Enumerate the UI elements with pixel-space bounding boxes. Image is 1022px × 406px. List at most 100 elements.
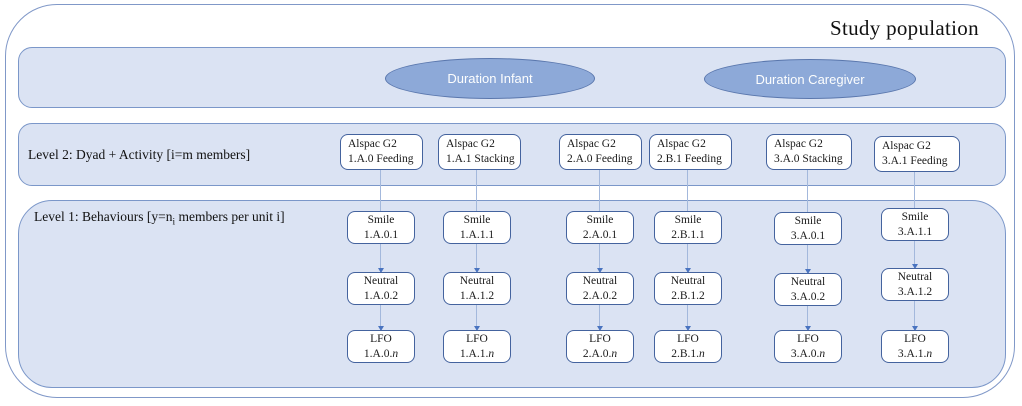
smile-box-2b11: Smile 2.B.1.1	[654, 211, 722, 244]
box-line1: LFO	[677, 332, 699, 345]
box-line2: 1.A.0.1	[363, 228, 399, 241]
box-line1: Smile	[463, 213, 491, 226]
lfo-id-n: n	[392, 347, 399, 360]
box-line2: 1.A.1.1	[459, 228, 495, 241]
box-line1: Neutral	[582, 274, 618, 287]
box-line2: 1.A.0 Feeding	[348, 153, 414, 165]
lfo-id-prefix: 3.A.1.	[897, 347, 927, 360]
box-line1: Alspac G2	[774, 138, 823, 151]
lfo-box-2a0n: LFO 2.A.0.n	[566, 330, 634, 363]
level2-box-1a1-stacking: Alspac G2 1.A.1 Stacking	[438, 134, 521, 170]
box-line2: 3.A.0.n	[775, 347, 841, 362]
box-line2: 3.A.1.1	[897, 225, 933, 238]
box-line1: Alspac G2	[446, 138, 495, 151]
box-line2: 2.A.0.n	[567, 347, 633, 362]
box-line1: Alspac G2	[657, 138, 706, 151]
box-line1: Smile	[794, 214, 822, 227]
box-line1: Neutral	[670, 274, 706, 287]
lfo-box-2b1n: LFO 2.B.1.n	[654, 330, 722, 363]
neutral-box-1a02: Neutral 1.A.0.2	[347, 272, 415, 305]
box-line2: 2.B.1.1	[671, 228, 705, 241]
box-line2: 2.A.0 Feeding	[567, 153, 633, 165]
box-line1: Neutral	[363, 274, 399, 287]
box-line2: 2.B.1.n	[655, 347, 721, 362]
box-line1: LFO	[370, 332, 392, 345]
neutral-box-3a12: Neutral 3.A.1.2	[881, 268, 949, 301]
box-line2: 3.A.0.2	[790, 290, 826, 303]
box-line2: 3.A.1.n	[882, 347, 948, 362]
connector-smile-neutral-col4	[687, 244, 689, 272]
lfo-id-prefix: 1.A.1.	[459, 347, 489, 360]
lfo-id-n: n	[488, 347, 495, 360]
duration-infant-label: Duration Infant	[447, 71, 533, 86]
box-line1: Neutral	[897, 270, 933, 283]
box-line1: LFO	[904, 332, 926, 345]
box-line2: 3.A.0 Stacking	[774, 153, 843, 165]
level2-box-3a0-stacking: Alspac G2 3.A.0 Stacking	[766, 134, 852, 170]
level1-band-label: Level 1: Behaviours [y=ni members per un…	[34, 209, 285, 228]
lfo-box-3a0n: LFO 3.A.0.n	[774, 330, 842, 363]
connector-dyad-smile-col1	[380, 170, 382, 211]
box-line1: Smile	[367, 213, 395, 226]
duration-caregiver-ellipse: Duration Caregiver	[704, 59, 916, 99]
box-line2: 2.A.0.1	[582, 228, 618, 241]
level2-band-label: Level 2: Dyad + Activity [i=m members]	[28, 147, 251, 162]
box-line1: LFO	[797, 332, 819, 345]
connector-neutral-lfo-col5	[807, 306, 809, 330]
smile-box-2a01: Smile 2.A.0.1	[566, 211, 634, 244]
connector-neutral-lfo-col1	[380, 305, 382, 330]
smile-box-1a01: Smile 1.A.0.1	[347, 211, 415, 244]
box-line2: 1.A.1.n	[444, 347, 510, 362]
lfo-id-n: n	[819, 347, 826, 360]
box-line2: 1.A.1 Stacking	[446, 153, 515, 165]
smile-box-3a11: Smile 3.A.1.1	[881, 208, 949, 241]
connector-neutral-lfo-col4	[687, 305, 689, 330]
connector-neutral-lfo-col6	[914, 301, 916, 330]
connector-dyad-smile-col6	[914, 172, 916, 208]
connector-dyad-smile-col5	[807, 170, 809, 212]
connector-dyad-smile-col4	[687, 170, 689, 211]
connector-dyad-smile-col2	[476, 170, 478, 211]
lfo-id-prefix: 3.A.0.	[790, 347, 820, 360]
duration-infant-ellipse: Duration Infant	[385, 58, 595, 99]
box-line1: LFO	[589, 332, 611, 345]
box-line2: 3.A.0.1	[790, 229, 826, 242]
box-line2: 3.A.1.2	[897, 285, 933, 298]
level1-label-pre: Level 1: Behaviours [y=n	[34, 209, 173, 224]
box-line2: 2.A.0.2	[582, 289, 618, 302]
box-line1: Smile	[586, 213, 614, 226]
lfo-id-prefix: 2.A.0.	[582, 347, 612, 360]
box-line1: Alspac G2	[348, 138, 397, 151]
box-line2: 1.A.1.2	[459, 289, 495, 302]
connector-neutral-lfo-col3	[599, 305, 601, 330]
box-line2: 2.B.1.2	[671, 289, 705, 302]
connector-smile-neutral-col3	[599, 244, 601, 272]
level1-label-subscript: i	[172, 217, 176, 228]
level2-box-1a0-feeding: Alspac G2 1.A.0 Feeding	[340, 134, 423, 170]
smile-box-1a11: Smile 1.A.1.1	[443, 211, 511, 244]
box-line1: Smile	[901, 210, 929, 223]
level2-box-2a0-feeding: Alspac G2 2.A.0 Feeding	[559, 134, 642, 170]
level1-label-post: members per unit i]	[175, 209, 285, 224]
neutral-box-2b12: Neutral 2.B.1.2	[654, 272, 722, 305]
box-line1: LFO	[466, 332, 488, 345]
box-line1: Alspac G2	[882, 140, 931, 153]
lfo-id-n: n	[699, 347, 705, 360]
duration-caregiver-label: Duration Caregiver	[755, 71, 865, 87]
neutral-box-3a02: Neutral 3.A.0.2	[774, 273, 842, 306]
lfo-id-n: n	[926, 347, 933, 360]
box-line1: Neutral	[790, 275, 826, 288]
lfo-id-prefix: 1.A.0.	[363, 347, 393, 360]
box-line1: Smile	[674, 213, 702, 226]
connector-dyad-smile-col3	[599, 170, 601, 211]
lfo-box-3a1n: LFO 3.A.1.n	[881, 330, 949, 363]
box-line2: 2.B.1 Feeding	[657, 153, 722, 165]
connector-neutral-lfo-col2	[476, 305, 478, 330]
diagram-title: Study population	[830, 16, 979, 40]
connector-smile-neutral-col5	[807, 245, 809, 273]
neutral-box-1a12: Neutral 1.A.1.2	[443, 272, 511, 305]
neutral-box-2a02: Neutral 2.A.0.2	[566, 272, 634, 305]
connector-smile-neutral-col1	[380, 244, 382, 272]
box-line1: Alspac G2	[567, 138, 616, 151]
